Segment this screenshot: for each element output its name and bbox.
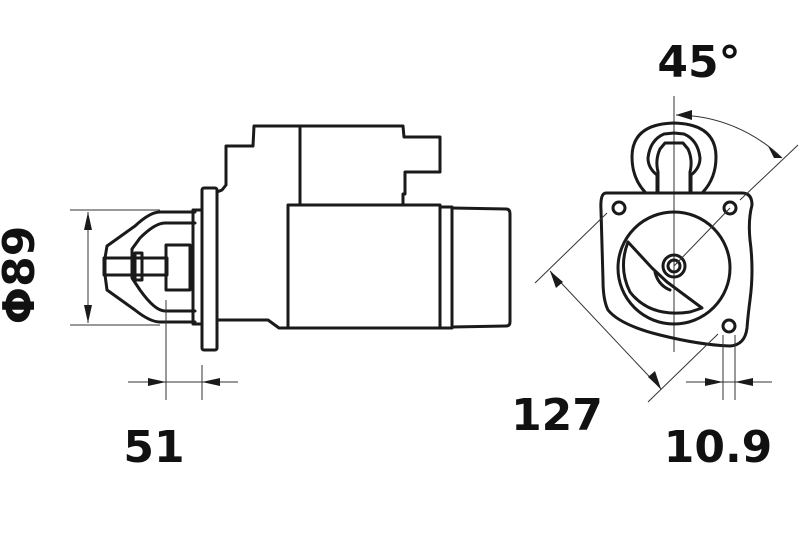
end-flange-plate <box>599 191 754 348</box>
end-view <box>534 96 799 403</box>
angle-arc <box>675 114 783 159</box>
pinion-collar <box>133 251 144 282</box>
terminal-lug <box>630 121 718 194</box>
pinion-window <box>622 240 704 315</box>
shaft-inner <box>666 258 682 274</box>
pilot-circle <box>616 210 732 326</box>
shaft-outer <box>661 253 687 279</box>
diameter-label: Φ89 <box>0 226 45 325</box>
nose-housing-inner <box>130 221 197 313</box>
angle-label: 45° <box>657 37 740 88</box>
end-cap <box>450 206 512 329</box>
drive-housing <box>215 124 302 330</box>
pinion-teeth <box>653 270 672 292</box>
motor-band <box>438 205 454 330</box>
offset-label: 51 <box>123 422 184 473</box>
hole-diameter-label: 10.9 <box>664 422 773 473</box>
mounting-flange <box>200 186 219 352</box>
terminal-keyhole <box>655 141 693 195</box>
motor-body <box>286 203 442 330</box>
mount-distance-label: 127 <box>511 390 603 441</box>
mounting-hole <box>721 318 737 334</box>
terminal-lug-inner <box>646 131 702 195</box>
solenoid <box>298 124 442 207</box>
mounting-hole <box>611 200 627 216</box>
mounting-hole <box>722 200 738 216</box>
side-view <box>70 124 512 400</box>
mount-dimension-line <box>549 270 662 390</box>
pinion-gear <box>164 243 192 292</box>
